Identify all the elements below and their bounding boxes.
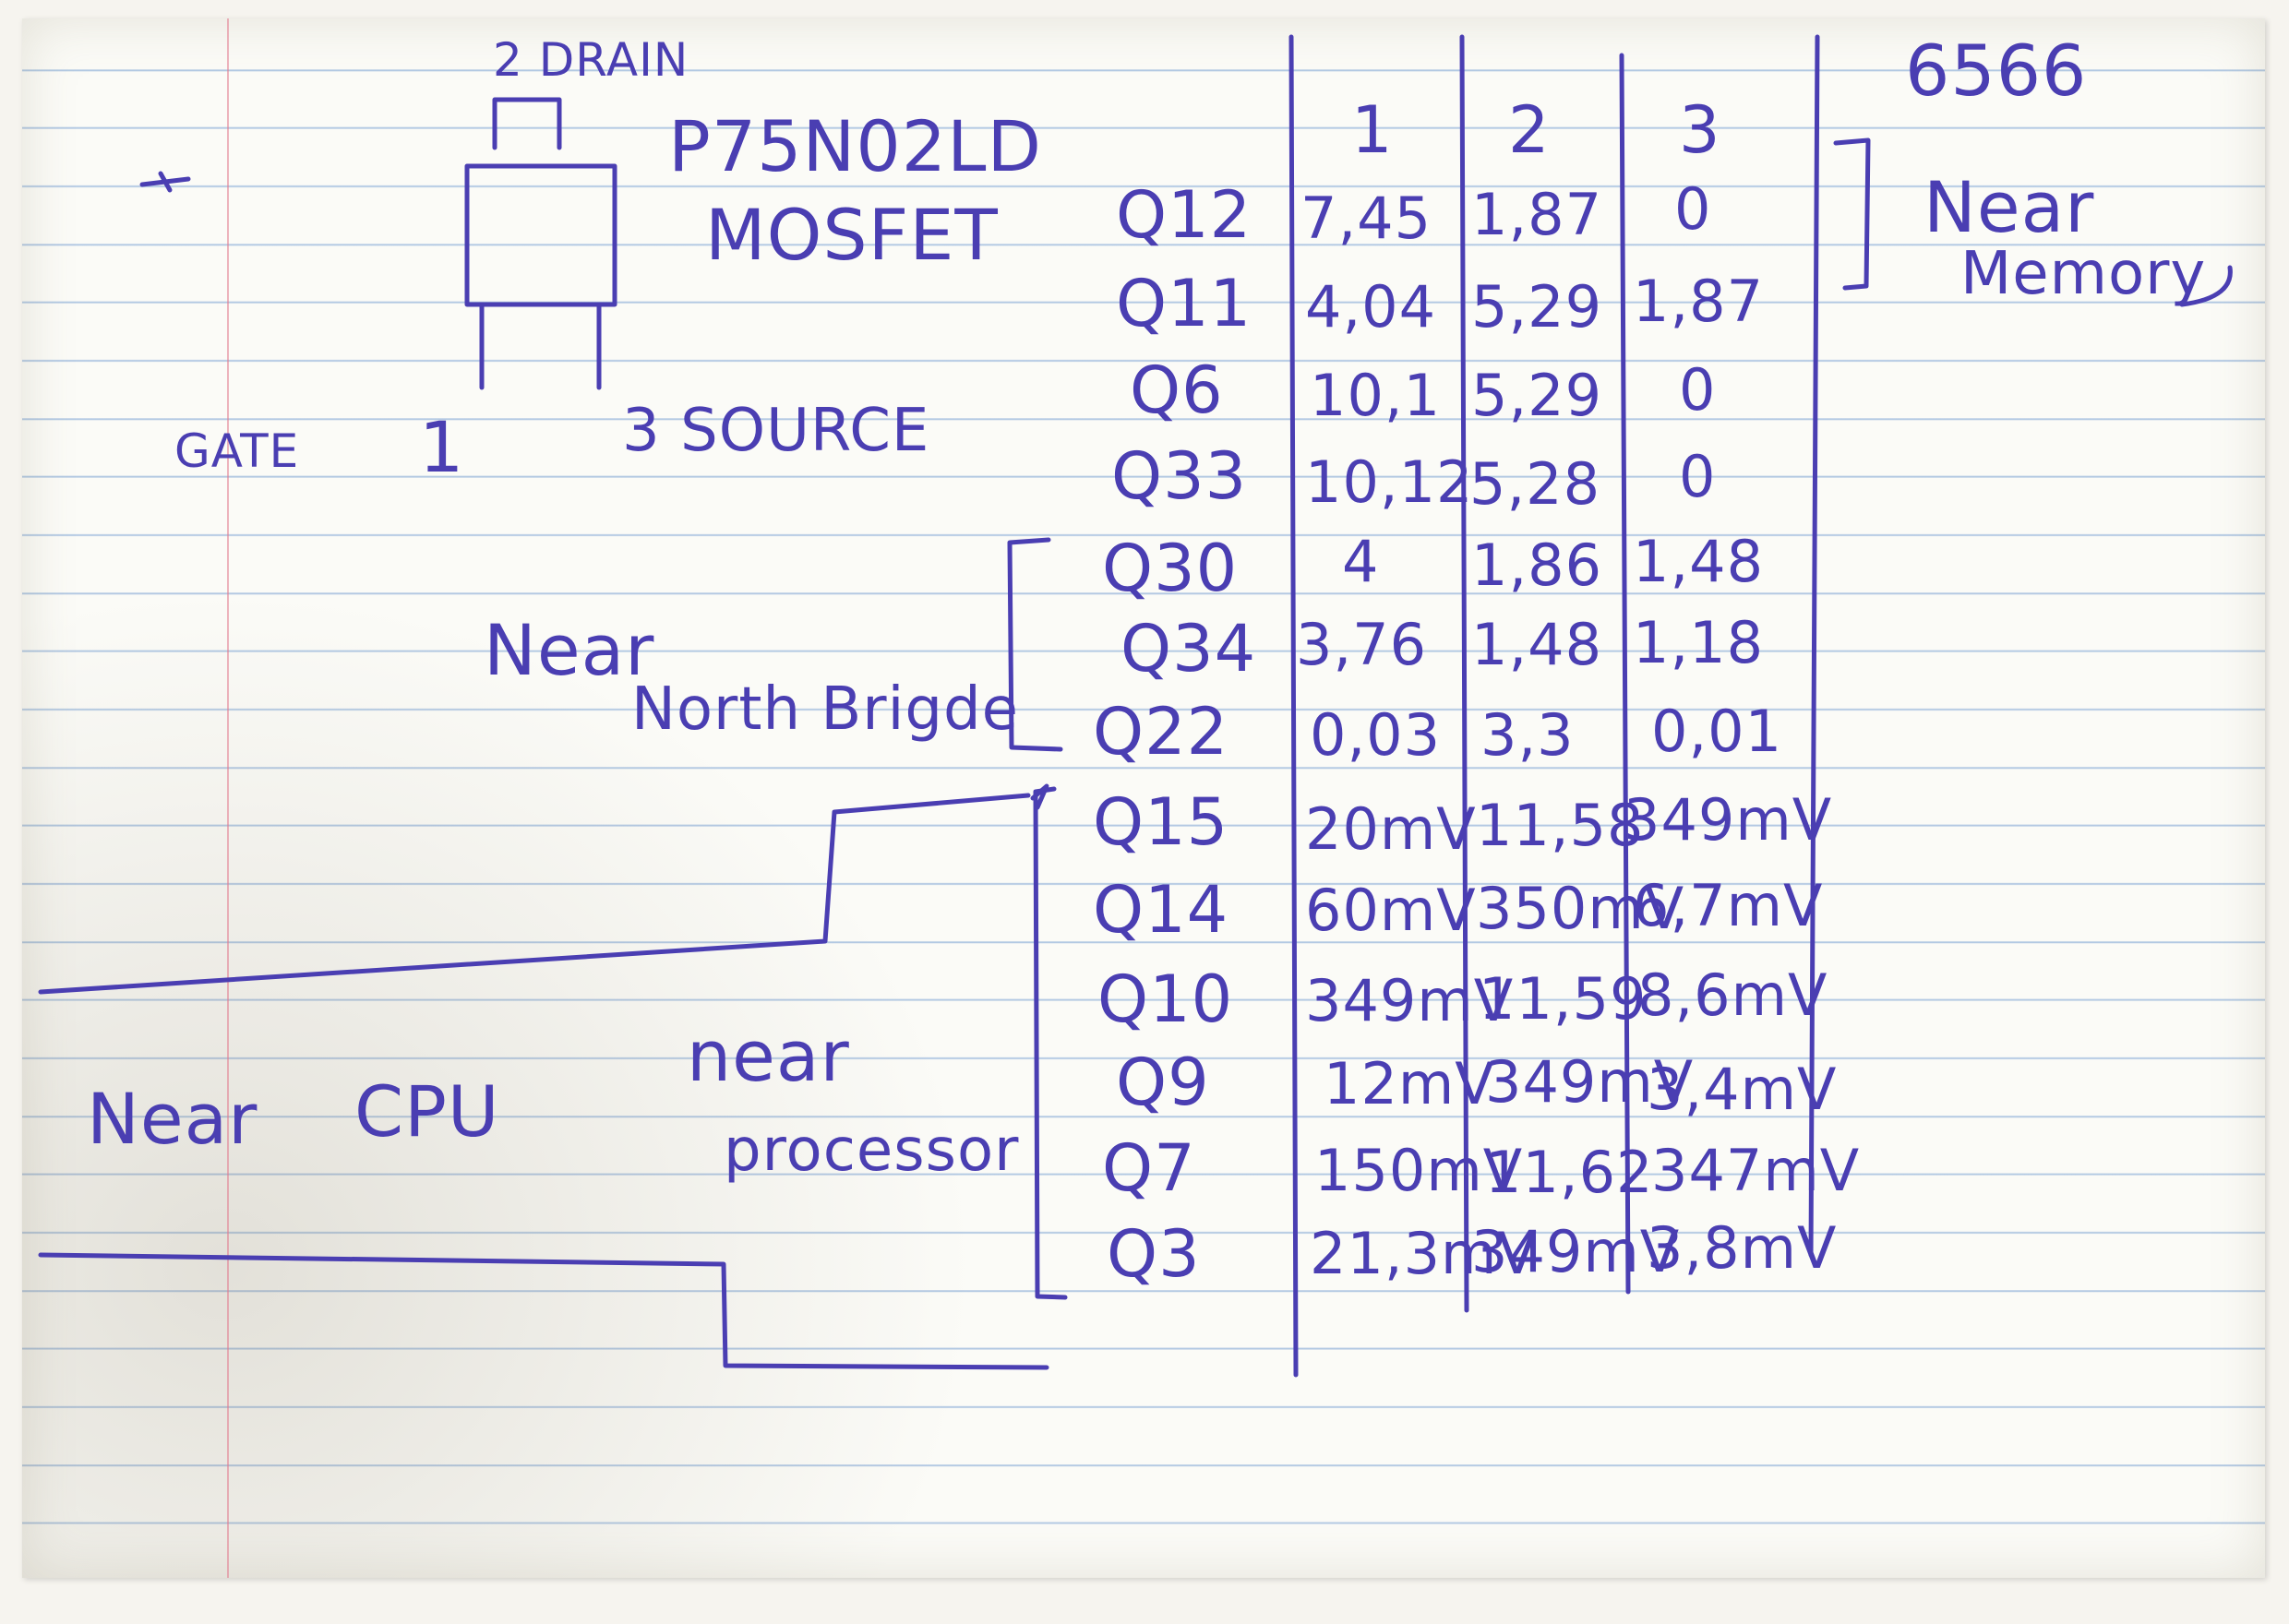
row-label: Q9 xyxy=(1116,1045,1210,1120)
row-value-col2: 3,3 xyxy=(1480,701,1575,769)
top-right-number: 6566 xyxy=(1905,30,2088,112)
memory-curl xyxy=(2179,265,2233,307)
row-label: Q22 xyxy=(1093,694,1229,770)
row-value-col2: 11,59 xyxy=(1479,965,1648,1033)
near-cpu-label-line1: Near xyxy=(87,1078,258,1160)
table-line-3 xyxy=(1619,53,1631,1295)
row-label: Q14 xyxy=(1093,872,1229,948)
row-value-col1: 4,04 xyxy=(1305,273,1437,340)
row-value-col2: 11,58 xyxy=(1476,792,1645,859)
row-value-col2: 5,29 xyxy=(1471,273,1603,340)
component-type: MOSFET xyxy=(705,194,999,276)
mosfet-tab xyxy=(492,97,562,150)
row-value-col3: 0 xyxy=(1679,356,1717,424)
row-value-col3: 6,7mV xyxy=(1633,872,1824,939)
bracket-processor xyxy=(1033,786,1068,1300)
source-label: 3 SOURCE xyxy=(622,397,930,465)
column-header-3: 3 xyxy=(1679,92,1721,168)
column-header-2: 2 xyxy=(1508,92,1551,168)
hand-drawn-strokes xyxy=(38,34,2233,1378)
row-value-col1: 10,1 xyxy=(1310,362,1442,429)
row-label: Q12 xyxy=(1116,177,1252,253)
row-value-col3: 0,01 xyxy=(1651,698,1783,765)
row-value-col2: 1,86 xyxy=(1471,531,1603,599)
row-value-col1: 4 xyxy=(1342,528,1380,595)
row-value-col1: 7,45 xyxy=(1300,185,1432,252)
row-value-col1: 3,76 xyxy=(1296,611,1428,678)
part-number: P75N02LD xyxy=(668,105,1042,187)
bracket-north-bridge xyxy=(1007,537,1063,752)
near-memory-label-line1: Near xyxy=(1923,166,2095,248)
row-value-col1: 21,3mV xyxy=(1310,1220,1538,1287)
row-value-col3: 1,18 xyxy=(1633,609,1765,676)
row-value-col3: 347mV xyxy=(1651,1137,1861,1204)
row-value-col3: 1,48 xyxy=(1633,528,1765,595)
cpu-line-top xyxy=(38,793,1031,995)
row-value-col3: 0 xyxy=(1674,175,1712,243)
column-header-1: 1 xyxy=(1351,92,1394,168)
processor-arrow xyxy=(1030,783,1049,810)
row-value-col1: 12mV xyxy=(1324,1050,1495,1117)
row-value-col3: 0 xyxy=(1679,443,1717,510)
gate-pin-number: 1 xyxy=(419,406,465,488)
row-value-col1: 349mV xyxy=(1305,967,1515,1034)
row-value-col2: 11,62 xyxy=(1485,1139,1654,1206)
stray-mark xyxy=(139,171,191,193)
drain-label: 2 DRAIN xyxy=(493,33,689,87)
row-value-col2: 349mV xyxy=(1471,1218,1681,1285)
table-line-2 xyxy=(1459,34,1469,1313)
near-memory-label-line2: Memory xyxy=(1960,240,2207,308)
row-label: Q33 xyxy=(1111,438,1248,514)
row-value-col1: 20mV xyxy=(1305,795,1477,863)
near-north-bridge-label-line1: Near xyxy=(484,609,655,691)
cpu-line-bottom xyxy=(38,1252,1049,1370)
row-value-col1: 0,03 xyxy=(1310,701,1442,769)
near-processor-label-line2: processor xyxy=(724,1116,1020,1185)
row-value-col3: 3,8mV xyxy=(1647,1214,1838,1282)
row-value-col2: 5,29 xyxy=(1471,362,1603,429)
row-label: Q30 xyxy=(1102,531,1239,606)
table-line-1 xyxy=(1288,34,1299,1378)
row-label: Q10 xyxy=(1097,961,1234,1037)
row-value-col1: 60mV xyxy=(1305,877,1477,944)
row-value-col1: 10,12 xyxy=(1305,448,1474,516)
row-label: Q6 xyxy=(1130,352,1224,428)
near-north-bridge-label-line2: North Brigde xyxy=(631,675,1019,744)
row-value-col3: 8,6mV xyxy=(1637,961,1828,1029)
row-label: Q7 xyxy=(1102,1130,1196,1206)
table-line-4 xyxy=(1808,34,1820,1258)
row-label: Q34 xyxy=(1121,611,1257,687)
row-label: Q15 xyxy=(1093,784,1229,860)
row-label: Q11 xyxy=(1116,266,1252,341)
row-value-col2: 350mV xyxy=(1476,875,1685,942)
row-label: Q3 xyxy=(1107,1216,1201,1292)
row-value-col3: 3,4mV xyxy=(1647,1056,1838,1123)
notebook-page: 2 DRAIN P75N02LD MOSFET GATE 1 3 SOURCE … xyxy=(22,18,2265,1578)
row-value-col3: 1,87 xyxy=(1633,268,1765,335)
row-value-col3: 349mV xyxy=(1624,786,1833,854)
row-value-col2: 1,87 xyxy=(1471,181,1603,248)
margin-line xyxy=(227,18,229,1578)
row-value-col2: 5,28 xyxy=(1469,450,1601,518)
mosfet-body xyxy=(464,163,617,307)
bracket-memory xyxy=(1833,137,1871,291)
near-processor-label-line1: near xyxy=(687,1015,850,1097)
row-value-col2: 349mV xyxy=(1485,1048,1695,1116)
row-value-col1: 150mV xyxy=(1314,1137,1524,1204)
near-cpu-label-line2: CPU xyxy=(354,1070,500,1152)
row-value-col2: 1,48 xyxy=(1471,611,1603,678)
gate-label: GATE xyxy=(174,424,300,478)
